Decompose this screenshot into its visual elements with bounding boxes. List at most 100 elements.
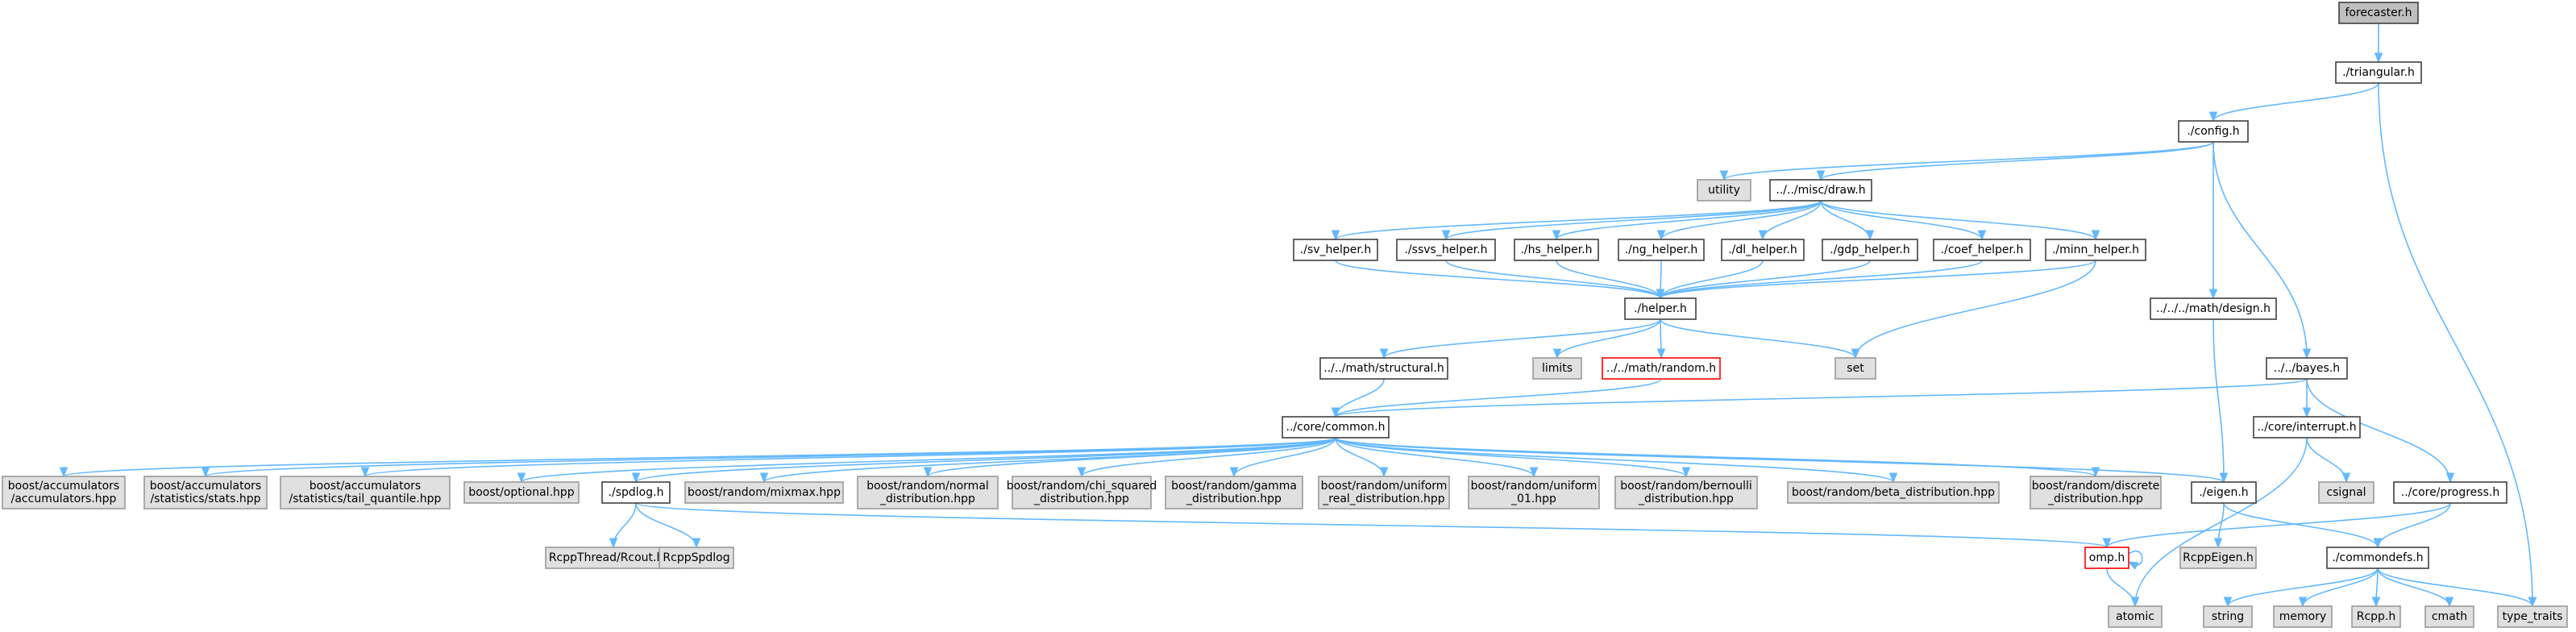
node-limits[interactable]: limits [1532, 357, 1582, 380]
node-discrete[interactable]: boost/random/discrete_distribution.hpp [2030, 476, 2162, 509]
node-string[interactable]: string [2203, 605, 2253, 628]
edge-minn_helper-to-helper-arrowhead [1656, 289, 1665, 300]
node-label: ../../misc/draw.h [1776, 184, 1865, 197]
node-eigen[interactable]: ./eigen.h [2191, 481, 2257, 504]
edge-common-to-mixmax [763, 437, 1336, 483]
edge-common-to-chisq [1081, 437, 1336, 477]
node-box [1834, 357, 1876, 380]
node-label: ./minn_helper.h [2052, 243, 2139, 256]
edge-draw-to-ssvs_helper-arrowhead [1441, 230, 1451, 241]
node-forecaster[interactable]: forecaster.h [2338, 2, 2419, 24]
node-label: ../core/progress.h [2401, 486, 2499, 499]
node-coef-helper[interactable]: ./coef_helper.h [1933, 239, 2031, 261]
node-box [1165, 476, 1303, 509]
node-structural[interactable]: ../../math/structural.h [1319, 357, 1448, 380]
edge-draw-to-coef_helper [1820, 200, 1983, 240]
node-atomic[interactable]: atomic [2108, 605, 2163, 628]
node-memory[interactable]: memory [2273, 605, 2333, 628]
node-draw[interactable]: ../../misc/draw.h [1769, 179, 1872, 202]
edge-coef_helper-to-helper [1660, 260, 1983, 299]
node-box [463, 481, 580, 504]
node-box [2045, 239, 2146, 261]
node-triangular[interactable]: ./triangular.h [2335, 61, 2422, 84]
node-rcpph[interactable]: Rcpp.h [2351, 605, 2401, 628]
node-label: ./ng_helper.h [1625, 243, 1698, 256]
edge-common-to-gamma-arrowhead [1229, 467, 1239, 478]
node-label: _01.hpp [1510, 493, 1556, 505]
edge-helper-to-structural [1383, 318, 1661, 359]
node-cmath[interactable]: cmath [2424, 605, 2474, 628]
edge-triangular-to-config-arrowhead [2208, 111, 2218, 123]
node-set[interactable]: set [1834, 357, 1876, 380]
node-label: ./eigen.h [2199, 486, 2248, 499]
node-interrupt[interactable]: ../core/interrupt.h [2253, 416, 2361, 439]
node-box [2351, 605, 2401, 628]
node-box [1012, 476, 1152, 509]
edge-common-to-tailq [364, 437, 1336, 477]
node-common[interactable]: ../core/common.h [1282, 416, 1390, 439]
node-sv-helper[interactable]: ./sv_helper.h [1293, 239, 1378, 261]
node-ssvs-helper[interactable]: ./ssvs_helper.h [1396, 239, 1496, 261]
edge-common-to-unif01-arrowhead [1529, 467, 1539, 478]
edge-common-to-spdlog [635, 437, 1336, 483]
node-minn-helper[interactable]: ./minn_helper.h [2045, 239, 2146, 261]
edge-bayes-to-common [1335, 378, 2308, 418]
node-tailq[interactable]: boost/accumulators/statistics/tail_quant… [280, 476, 451, 509]
node-omp[interactable]: omp.h [2084, 547, 2129, 569]
node-box [684, 481, 844, 504]
node-config[interactable]: ./config.h [2178, 120, 2249, 143]
edge-spdlog-to-omp-arrowhead [2102, 538, 2112, 549]
node-label: ./gdp_helper.h [1830, 243, 1910, 256]
node-random[interactable]: ../../math/random.h [1602, 357, 1721, 380]
node-chisq[interactable]: boost/random/chi_squared_distribution.hp… [1007, 476, 1157, 509]
node-gdp-helper[interactable]: ./gdp_helper.h [1822, 239, 1918, 261]
node-label: boost/accumulators [150, 480, 261, 493]
node-bern[interactable]: boost/random/bernoulli_distribution.hpp [1614, 476, 1758, 509]
node-box [2335, 61, 2422, 84]
node-mixmax[interactable]: boost/random/mixmax.hpp [684, 481, 844, 504]
node-bayes[interactable]: ../../bayes.h [2266, 357, 2348, 380]
edge-helper-to-limits-arrowhead [1552, 348, 1562, 360]
node-design[interactable]: ../../../math/design.h [2150, 297, 2277, 320]
node-normal[interactable]: boost/random/normal_distribution.hpp [857, 476, 999, 509]
node-acc[interactable]: boost/accumulators/accumulators.hpp [2, 476, 126, 509]
node-box [1697, 179, 1751, 202]
edge-draw-to-dl_helper [1762, 200, 1822, 240]
edge-interrupt-to-csignal-arrowhead [2341, 472, 2351, 484]
node-csignal[interactable]: csignal [2318, 481, 2374, 504]
node-progress[interactable]: ../core/progress.h [2393, 481, 2507, 504]
node-stats[interactable]: boost/accumulators/statistics/stats.hpp [143, 476, 268, 509]
edge-commondefs-to-type_traits-arrowhead [2528, 597, 2537, 608]
edge-commondefs-to-string [2227, 568, 2379, 607]
node-box [2108, 605, 2163, 628]
node-unif-real[interactable]: boost/random/uniform_real_distribution.h… [1318, 476, 1450, 509]
edge-interrupt-to-atomic [2134, 437, 2308, 607]
node-label: type_traits [2503, 610, 2563, 623]
node-label: /statistics/tail_quantile.hpp [289, 493, 442, 505]
node-label: boost/random/discrete [2032, 480, 2159, 493]
node-label: ../../math/structural.h [1323, 362, 1444, 375]
node-rcout[interactable]: RcppThread/Rcout.hpp [545, 547, 682, 569]
node-hs-helper[interactable]: ./hs_helper.h [1514, 239, 1599, 261]
node-commondefs[interactable]: ./commondefs.h [2326, 547, 2429, 569]
node-spdlog[interactable]: ./spdlog.h [601, 481, 671, 504]
node-unif01[interactable]: boost/random/uniform_01.hpp [1468, 476, 1600, 509]
edge-common-to-tailq-arrowhead [360, 467, 370, 478]
node-label: string [2212, 610, 2244, 623]
node-rcppeigen[interactable]: RcppEigen.h [2179, 547, 2257, 569]
edge-progress-to-omp [2106, 502, 2451, 548]
edge-config-to-bayes-arrowhead [2302, 348, 2312, 360]
edge-bayes-to-common-arrowhead [1331, 407, 1340, 418]
node-box [2179, 547, 2257, 569]
node-beta[interactable]: boost/random/beta_distribution.hpp [1787, 481, 2000, 504]
node-box [143, 476, 268, 509]
node-dl-helper[interactable]: ./dl_helper.h [1721, 239, 1805, 261]
node-label: RcppEigen.h [2183, 551, 2254, 564]
node-utility[interactable]: utility [1697, 179, 1751, 202]
node-rcppspdlog[interactable]: RcppSpdlog [659, 547, 734, 569]
node-optional[interactable]: boost/optional.hpp [463, 481, 580, 504]
node-ng-helper[interactable]: ./ng_helper.h [1618, 239, 1705, 261]
node-type-traits[interactable]: type_traits [2497, 605, 2568, 628]
node-helper[interactable]: ./helper.h [1624, 297, 1697, 320]
node-gamma[interactable]: boost/random/gamma_distribution.hpp [1165, 476, 1303, 509]
